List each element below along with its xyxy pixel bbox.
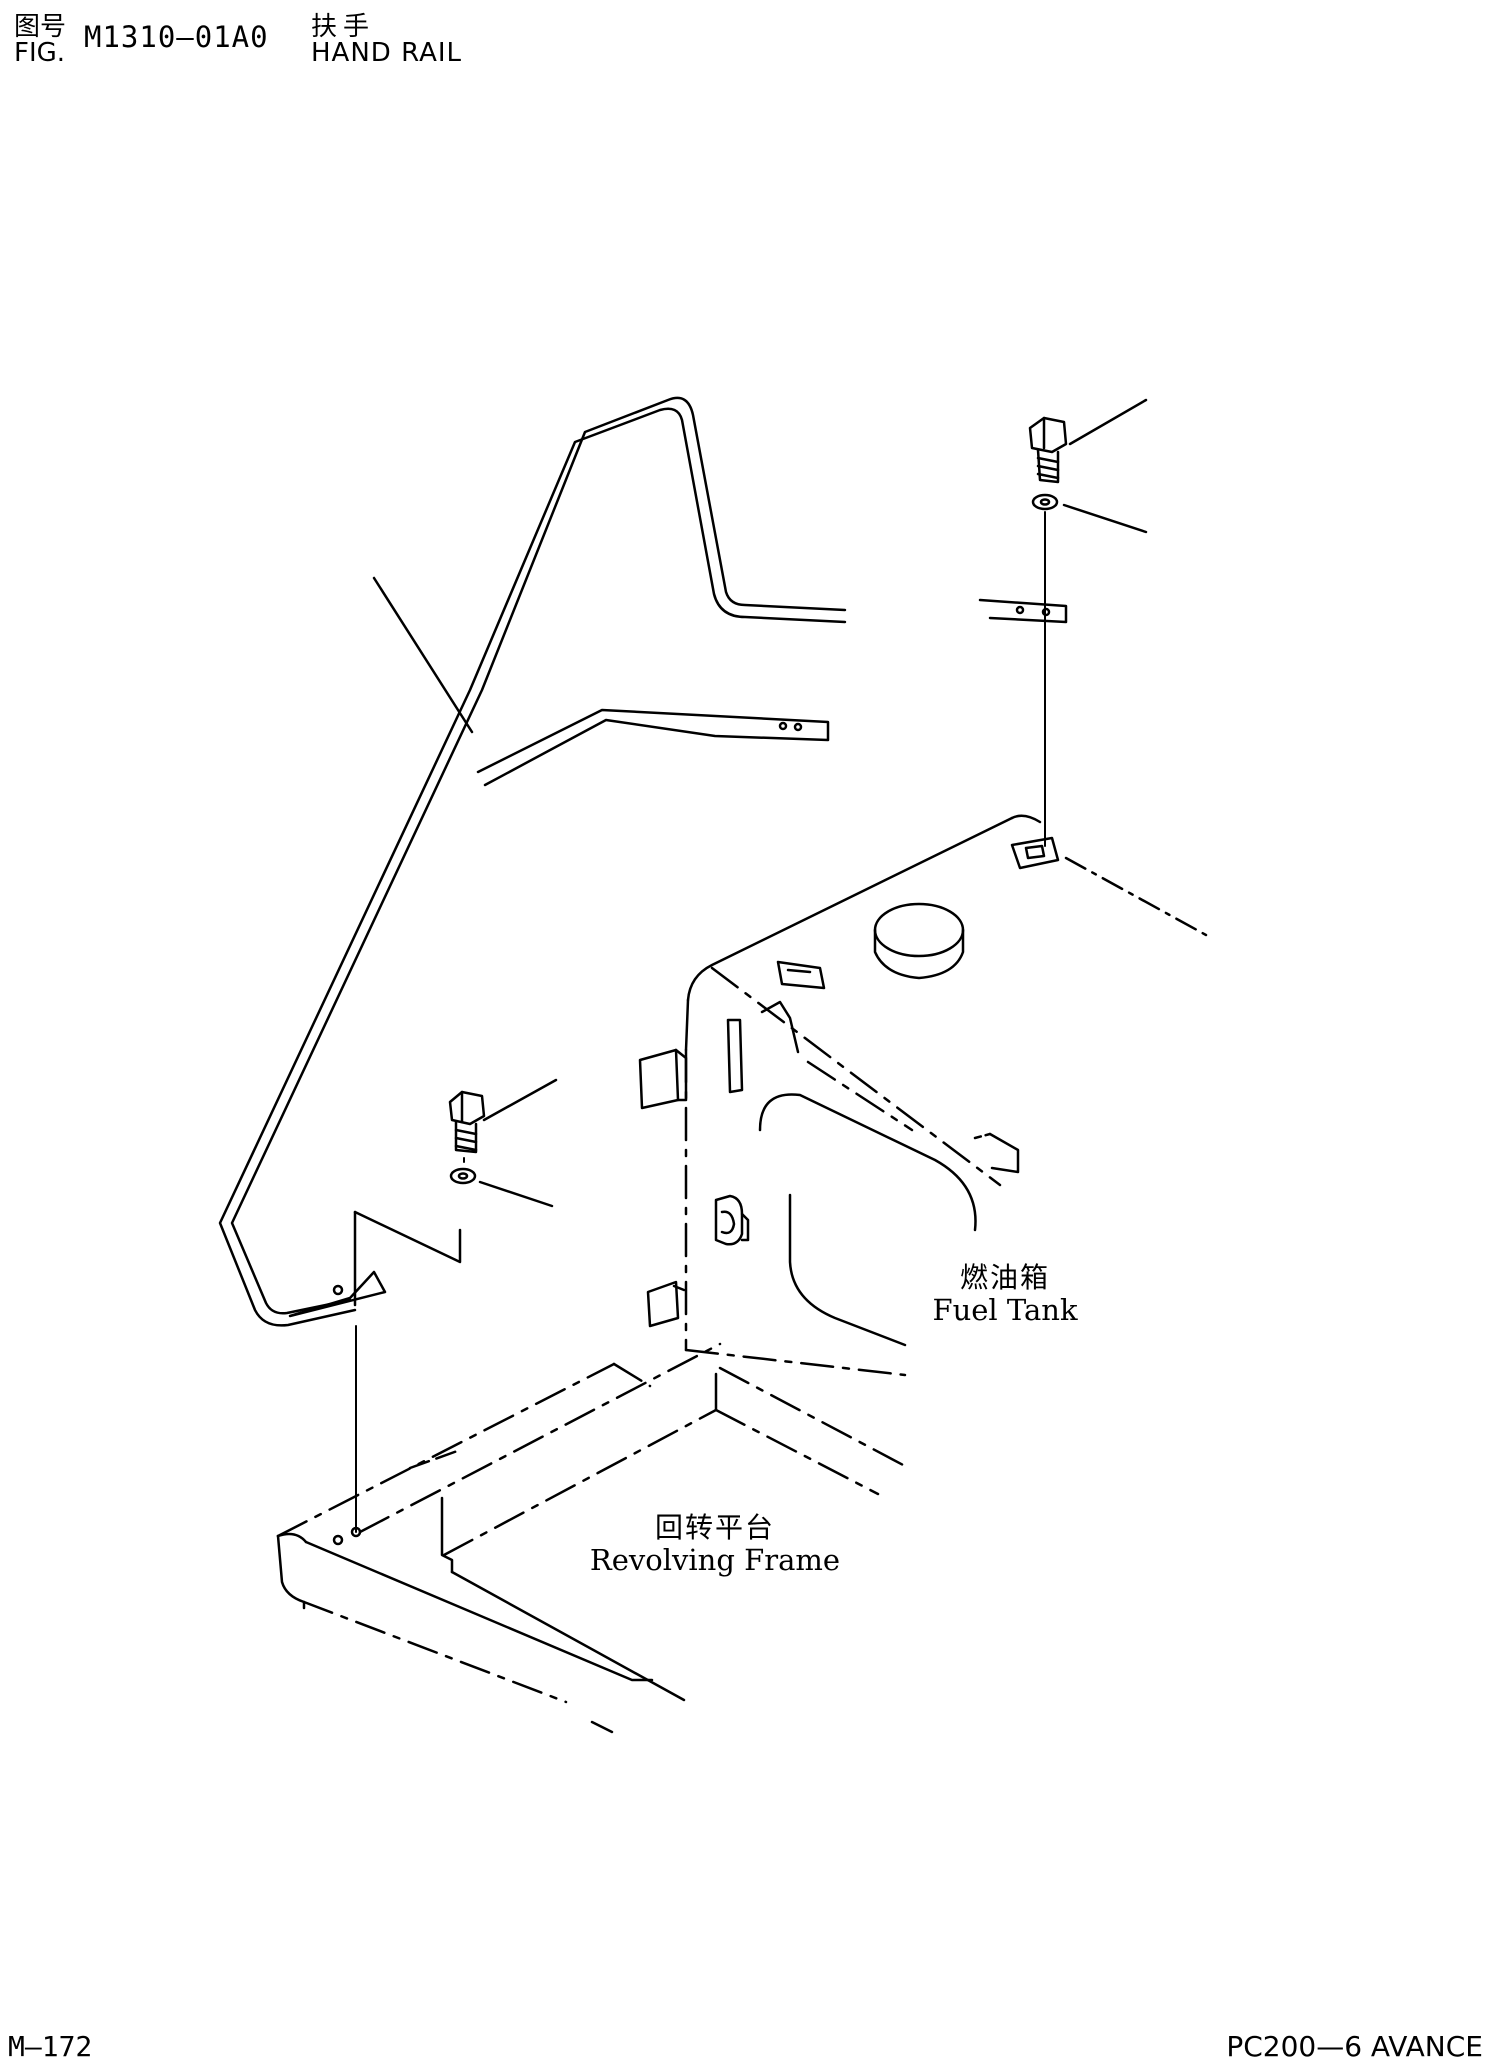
revolving-frame-label-en: Revolving Frame: [589, 1543, 841, 1578]
fuel-tank-label: 燃油箱 Fuel Tank: [925, 1261, 1085, 1328]
fuel-tank-label-cn: 燃油箱: [959, 1261, 1050, 1294]
front-stand-plate: [353, 1210, 462, 1307]
leader-lines: [372, 398, 1208, 1208]
page-number: M—172: [8, 2030, 93, 2063]
assembly-lines: [355, 511, 1046, 1533]
revolving-frame-label: 回转平台 Revolving Frame: [585, 1511, 845, 1578]
fuel-tank-label-en: Fuel Tank: [932, 1293, 1078, 1328]
revolving-frame: [276, 1342, 907, 1734]
figure-title-cn: 扶手: [311, 12, 376, 42]
lower-bolt: [448, 1090, 486, 1154]
machine-model: PC200—6 AVANCE: [1226, 2030, 1483, 2063]
upper-bolt: [1028, 416, 1068, 484]
revolving-frame-label-cn: 回转平台: [654, 1511, 775, 1544]
lower-washer: [449, 1167, 477, 1185]
figure-label-cn: 图号: [14, 12, 67, 42]
fuel-tank: [638, 814, 1060, 1377]
figure-label-en: FIG.: [14, 38, 66, 68]
figure-header: 图号 FIG. M1310—01A0 扶手 HAND RAIL: [14, 6, 534, 76]
figure-title-en: HAND RAIL: [311, 38, 463, 68]
upper-washer: [1031, 493, 1059, 511]
figure-number: M1310—01A0: [84, 20, 269, 54]
hand-rail: [218, 396, 1068, 1327]
